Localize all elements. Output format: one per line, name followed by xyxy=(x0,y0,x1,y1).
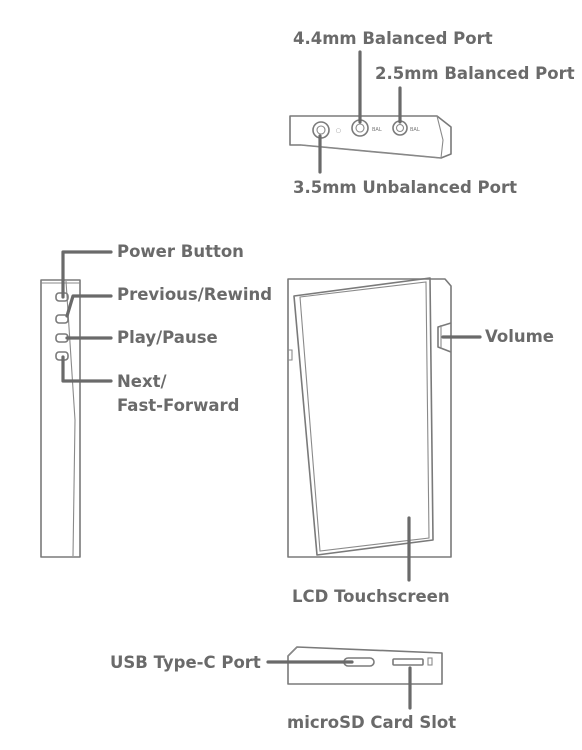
svg-text:BAL: BAL xyxy=(410,127,420,133)
label-fast-forward: Fast-Forward xyxy=(117,396,239,415)
label-35mm-port: 3.5mm Unbalanced Port xyxy=(293,178,517,197)
label-previous-rewind: Previous/Rewind xyxy=(117,285,272,304)
label-volume: Volume xyxy=(485,327,554,346)
label-44mm-port: 4.4mm Balanced Port xyxy=(293,29,493,48)
microsd-slot xyxy=(392,658,424,666)
label-25mm-port: 2.5mm Balanced Port xyxy=(375,64,575,83)
lcd-touchscreen xyxy=(293,277,434,556)
label-next: Next/ xyxy=(117,372,168,391)
svg-text:BAL: BAL xyxy=(372,127,382,133)
previous-button xyxy=(55,314,69,324)
front-view: Volume LCD Touchscreen xyxy=(287,277,554,606)
side-view-body xyxy=(40,279,81,558)
label-power-button: Power Button xyxy=(117,242,244,261)
label-lcd-touchscreen: LCD Touchscreen xyxy=(292,587,450,606)
volume-wheel xyxy=(437,322,452,353)
side-view: Power Button Previous/Rewind Play/Pause … xyxy=(40,242,272,558)
label-usb-type-c: USB Type-C Port xyxy=(110,653,261,672)
top-view-body xyxy=(289,115,452,159)
bottom-view: USB Type-C Port microSD Card Slot xyxy=(110,646,456,732)
top-view: ▢ BAL BAL 4.4mm Balanced Port 2.5mm Bala… xyxy=(289,29,575,197)
label-play-pause: Play/Pause xyxy=(117,328,218,347)
svg-text:▢: ▢ xyxy=(336,128,341,134)
label-microsd-slot: microSD Card Slot xyxy=(287,713,456,732)
